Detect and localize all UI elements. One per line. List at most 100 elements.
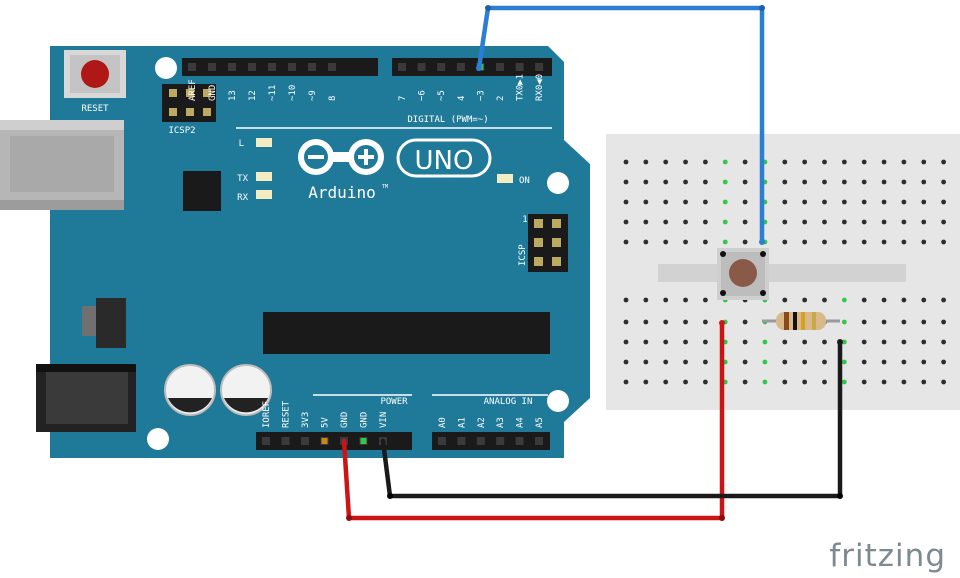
breadboard-hole: [802, 359, 808, 365]
breadboard: [606, 134, 960, 410]
led-tx-label: TX: [237, 174, 248, 184]
header-pin: [417, 63, 426, 71]
breadboard-hole: [901, 179, 907, 185]
breadboard-hole: [822, 339, 827, 345]
breadboard-hole: [901, 379, 907, 385]
signal-wire: [476, 5, 765, 245]
breadboard-hole: [861, 319, 867, 325]
breadboard-hole: [663, 199, 669, 205]
breadboard-hole: [822, 159, 827, 165]
breadboard-hole: [742, 319, 748, 325]
breadboard-hole: [663, 219, 669, 225]
breadboard-hole: [841, 319, 847, 325]
breadboard-hole: [663, 239, 669, 245]
breadboard-hole: [643, 379, 649, 385]
power-wire-5v: [341, 320, 725, 521]
breadboard-hole: [623, 359, 629, 365]
header-pin: [248, 63, 256, 71]
mounting-hole: [547, 390, 569, 412]
breadboard-hole: [941, 219, 946, 225]
digital-header-left: [182, 58, 378, 76]
header-pin: [281, 437, 290, 445]
breadboard-hole: [921, 359, 927, 365]
breadboard-hole: [941, 319, 946, 325]
pin-label: GND: [208, 85, 218, 101]
breadboard-hole: [941, 339, 946, 345]
analog-header: [432, 432, 550, 450]
breadboard-hole: [722, 159, 728, 165]
breadboard-hole: [643, 239, 649, 245]
breadboard-hole: [742, 219, 748, 225]
breadboard-hole: [822, 239, 827, 245]
power-header: [256, 432, 412, 450]
breadboard-hole: [643, 297, 649, 303]
breadboard-hole: [881, 379, 887, 385]
pin-label: 4: [457, 96, 467, 101]
breadboard-hole: [841, 199, 847, 205]
capacitor: [220, 364, 272, 416]
pushbutton[interactable]: [717, 248, 769, 300]
header-pin: [515, 437, 524, 445]
breadboard-hole: [663, 379, 669, 385]
arduino-uno-board: RESET ICSP2: [0, 46, 590, 458]
breadboard-hole: [782, 219, 788, 225]
header-pin: [515, 63, 524, 71]
breadboard-hole: [623, 159, 629, 165]
dc-power-jack: [36, 364, 136, 432]
power-header-label: POWER: [380, 397, 408, 407]
breadboard-hole: [683, 199, 688, 205]
breadboard-hole: [841, 339, 847, 345]
pin-label: 5V: [321, 417, 331, 428]
breadboard-hole: [782, 199, 788, 205]
mounting-hole: [147, 428, 169, 450]
breadboard-hole: [802, 297, 808, 303]
breadboard-hole: [623, 179, 629, 185]
uno-logo-text: UNO: [415, 146, 474, 176]
header-pin: [228, 63, 236, 71]
breadboard-hole: [861, 219, 867, 225]
pin-label: AREF: [188, 79, 198, 101]
breadboard-hole: [802, 179, 808, 185]
breadboard-hole: [861, 199, 867, 205]
breadboard-hole: [802, 199, 808, 205]
breadboard-hole: [742, 379, 748, 385]
breadboard-hole: [941, 379, 946, 385]
breadboard-hole: [623, 319, 629, 325]
breadboard-hole: [703, 297, 708, 303]
breadboard-hole: [901, 297, 907, 303]
breadboard-hole: [703, 339, 708, 345]
pin-label: 3V3: [301, 412, 311, 428]
icsp2-header: [162, 84, 216, 122]
pin-label: 7: [398, 96, 408, 101]
header-pin: [437, 63, 446, 71]
header-pin: [456, 63, 465, 71]
breadboard-center-channel: [658, 264, 906, 282]
breadboard-hole: [822, 379, 827, 385]
breadboard-hole: [921, 319, 927, 325]
breadboard-hole: [881, 297, 887, 303]
led-on: [497, 174, 513, 183]
breadboard-hole: [742, 359, 748, 365]
fritzing-watermark: fritzing: [829, 538, 946, 574]
pin-label: 2: [496, 96, 506, 101]
breadboard-hole: [703, 219, 708, 225]
breadboard-hole: [762, 339, 768, 345]
reset-button[interactable]: [64, 50, 126, 98]
breadboard-hole: [861, 159, 867, 165]
breadboard-hole: [782, 179, 788, 185]
breadboard-hole: [841, 219, 847, 225]
header-pin: [301, 437, 309, 445]
usb-chip: [183, 171, 221, 211]
voltage-regulator: [82, 298, 126, 348]
pin-label: ~3: [476, 90, 486, 101]
icsp-label: ICSP: [518, 244, 528, 266]
breadboard-hole: [643, 199, 649, 205]
breadboard-hole: [762, 379, 768, 385]
breadboard-hole: [663, 359, 669, 365]
breadboard-hole: [941, 179, 946, 185]
pin-label: IOREF: [262, 401, 272, 428]
breadboard-hole: [722, 179, 728, 185]
pin-label: A4: [516, 417, 526, 428]
breadboard-hole: [802, 379, 808, 385]
